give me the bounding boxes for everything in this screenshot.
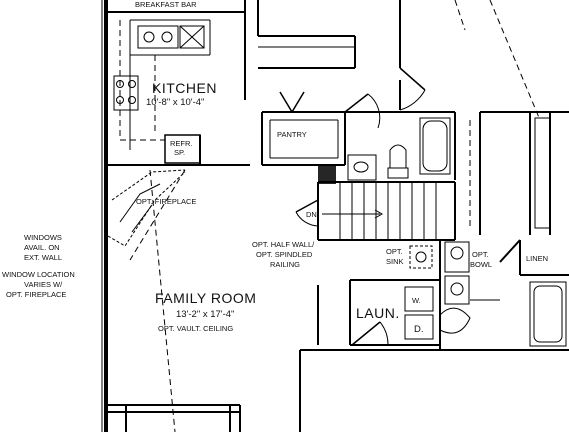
refr-sp-label: SP. [174,148,185,157]
laundry-label: LAUN. [356,305,400,321]
dryer-icon [404,314,434,340]
opt-sink-label-1: OPT. [386,247,403,256]
toilet-icon-2 [439,307,471,334]
kitchen-area [106,11,250,166]
half-wall-note-3: RAILING [270,260,300,269]
windows-note-2: AVAIL. ON [24,243,60,252]
pantry [261,91,381,166]
windows-note-1: WINDOWS [24,233,62,242]
tub-icon [419,117,451,175]
kitchen-dims: 10'-8" x 10'-4" [146,97,204,108]
pantry-label: PANTRY [277,130,307,139]
linen-label: LINEN [526,254,548,263]
vault-ceiling-label: OPT. VAULT. CEILING [158,324,233,333]
window-location-note-1: WINDOW LOCATION [2,270,75,279]
lower-bath-area [409,239,569,350]
laundry [317,279,471,346]
vanity-icon [347,154,377,181]
window-location-note-2: VARIES W/ [24,280,63,289]
opt-bowl-label-2: BOWL [470,260,492,269]
kitchen-label: KITCHEN [152,80,217,96]
range-icon [113,75,139,111]
opt-sink-label-2: SINK [386,257,404,266]
dishwasher-icon [179,25,205,49]
breakfast-bar-label: BREAKFAST BAR [135,0,197,9]
opt-fireplace-label: OPT. FIREPLACE [136,197,196,206]
family-room-dims: 13'-2" x 17'-4" [176,309,234,320]
dryer-label: D. [414,324,424,335]
washer-icon [404,286,434,312]
upper-room-walls [244,0,541,121]
exterior-left-wall [101,0,108,432]
opt-bowl-label-1: OPT. [472,250,489,259]
refr-label: REFR. [170,139,193,148]
half-wall-note-2: OPT. SPINDLED [256,250,313,259]
opt-fireplace [107,169,186,432]
kitchen-sink-icon [137,25,179,49]
window-location-note-3: OPT. FIREPLACE [6,290,66,299]
toilet-icon [389,144,407,169]
windows-note-3: EXT. WALL [24,253,62,262]
right-column [469,111,569,235]
washer-label: W. [412,296,421,305]
family-room-label: FAMILY ROOM [155,290,256,306]
dn-label: DN [306,210,317,219]
stair [295,166,456,241]
half-wall-note-1: OPT. HALF WALL/ [252,240,315,249]
upper-bath [318,111,456,183]
lower-walls [106,349,569,432]
